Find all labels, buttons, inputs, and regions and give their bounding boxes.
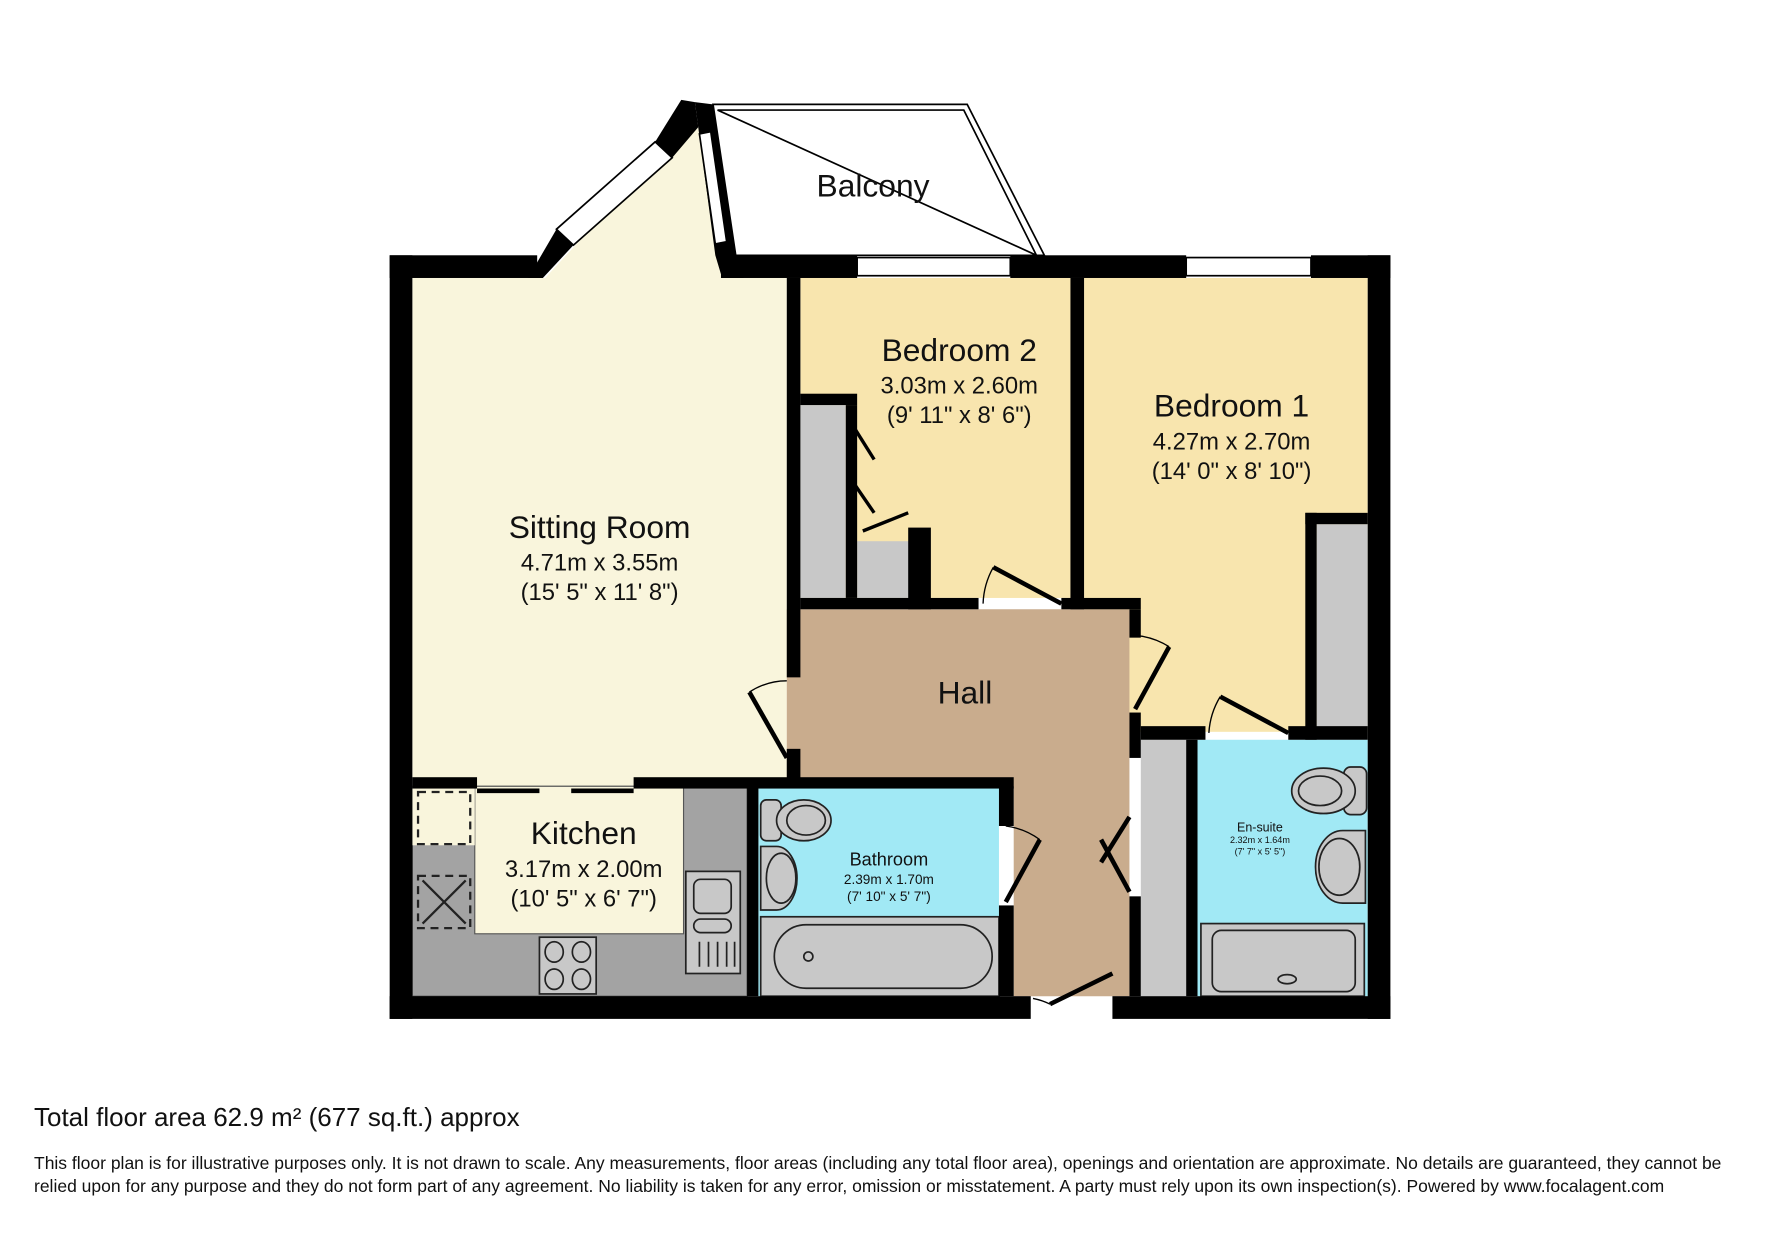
bathroom-label: Bathroom — [850, 850, 929, 870]
kitchen-imperial: (10' 5" x 6' 7") — [510, 886, 656, 913]
bedroom1-imperial: (14' 0" x 8' 10") — [1152, 458, 1312, 485]
kitchen-label: Kitchen — [531, 815, 637, 851]
hall-label: Hall — [938, 674, 993, 710]
washer-icon — [416, 874, 472, 930]
balcony-label: Balcony — [817, 167, 930, 203]
sitting-room-floor — [412, 124, 787, 787]
kitchen-floor-corner — [412, 786, 475, 846]
bedroom2-imperial: (9' 11" x 8' 6") — [887, 402, 1032, 429]
bedroom2-wardrobe — [800, 405, 846, 598]
ensuite-label: En-suite — [1237, 821, 1283, 835]
bedroom1-metric: 4.27m x 2.70m — [1153, 428, 1311, 455]
sitting-room-metric: 4.71m x 3.55m — [521, 550, 679, 577]
bedroom1-wardrobe — [1316, 524, 1368, 729]
sitting-room-imperial: (15' 5" x 11' 8") — [521, 579, 679, 606]
bathroom-metric: 2.39m x 1.70m — [844, 872, 934, 887]
sink-icon — [684, 870, 742, 975]
bedroom2-metric: 3.03m x 2.60m — [880, 373, 1038, 400]
sitting-room-label: Sitting Room — [509, 509, 691, 545]
windows — [555, 130, 1312, 277]
hob-icon — [538, 936, 598, 995]
kitchen-metric: 3.17m x 2.00m — [505, 856, 663, 883]
bedroom1-label: Bedroom 1 — [1154, 387, 1309, 423]
ensuite-fixtures — [1200, 766, 1368, 998]
bathroom-imperial: (7' 10" x 5' 7") — [847, 889, 931, 904]
bedroom2-label: Bedroom 2 — [882, 332, 1037, 368]
hall-cupboard — [1140, 739, 1187, 997]
kitchen-floor — [474, 785, 685, 935]
hall-floor — [786, 609, 1130, 997]
walls — [389, 99, 1391, 1019]
fridge-outline — [416, 790, 472, 846]
ensuite-metric: 2.32m x 1.64m — [1230, 835, 1290, 845]
total-floor-area: Total floor area 62.9 m² (677 sq.ft.) ap… — [34, 1102, 520, 1132]
ensuite-imperial: (7' 7" x 5' 5") — [1235, 846, 1286, 856]
doors — [477, 418, 1314, 1007]
disclaimer: This floor plan is for illustrative purp… — [34, 1153, 1722, 1196]
